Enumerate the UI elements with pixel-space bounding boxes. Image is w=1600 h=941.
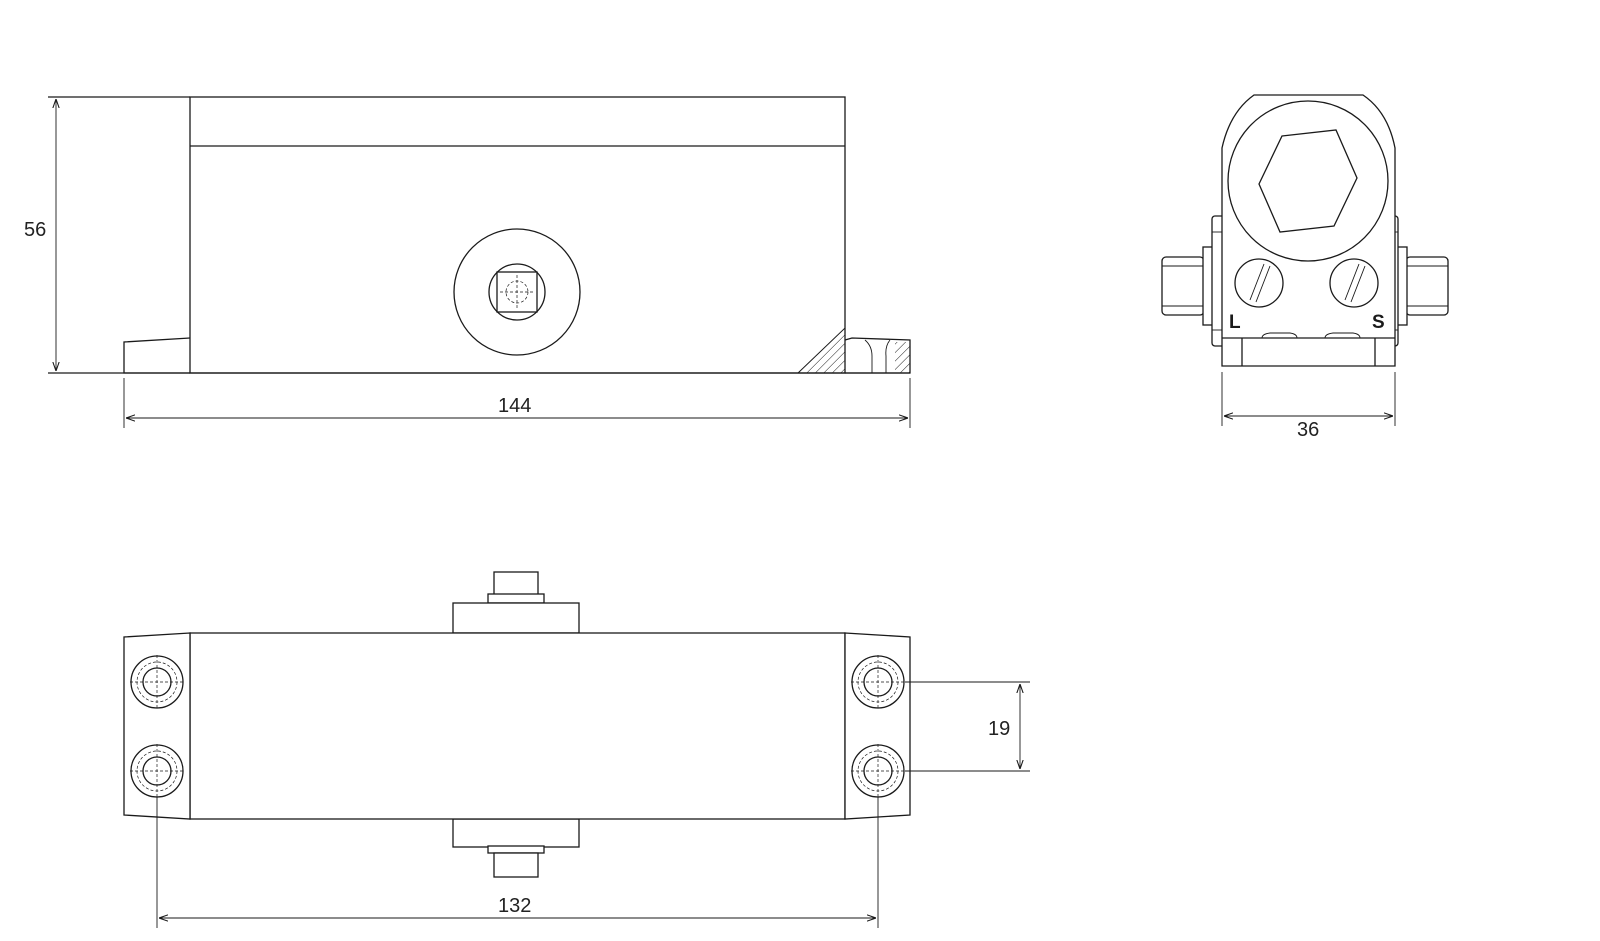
valve-left-slot [1249,263,1271,303]
side-right-slot [864,339,891,373]
top-pinion-stub [493,571,539,598]
side-dimensions: 56 144 [24,99,911,428]
top-pinion-housing [452,602,580,634]
end-cap-circle [1227,100,1389,262]
length-dimension-label: 144 [498,395,531,417]
end-profile [1221,94,1396,367]
end-dimensions: 36 [1221,372,1396,441]
pinion-square [496,271,538,313]
bolt-h-dimension-label: 132 [498,895,531,917]
top-left-flange [123,632,191,820]
mounting-hole [851,655,905,709]
side-view [48,96,911,374]
top-right-flange [844,632,911,820]
top-pinion-collar [487,593,545,604]
side-right-hatch [796,326,846,374]
height-dimension-label: 56 [24,219,46,241]
valve-label-left: L [1229,312,1241,333]
end-base-slot-right [1324,332,1361,339]
side-left-foot [123,337,191,374]
side-body [189,96,846,374]
mounting-hole [130,655,184,709]
top-dimensions: 19 132 [156,681,1030,928]
valve-right [1329,258,1379,308]
bolt-v-dimension-label: 19 [988,718,1010,740]
bottom-pinion-collar [487,845,545,854]
end-view: L S [1161,94,1449,367]
top-view [123,571,911,878]
end-hex-nut [1258,129,1358,233]
bottom-pinion-housing [452,818,580,848]
valve-left [1234,258,1284,308]
bottom-pinion-stub [493,852,539,878]
end-base-slot-left [1261,332,1298,339]
top-body [189,632,846,820]
valve-right-slot [1344,263,1366,303]
side-right-hatch-2 [895,342,910,373]
valve-label-right: S [1372,312,1385,333]
pinion-inner-circle [488,263,546,321]
pinion-outer-circle [453,228,581,356]
width-dimension-label: 36 [1297,419,1319,441]
mounting-hole [851,744,905,798]
